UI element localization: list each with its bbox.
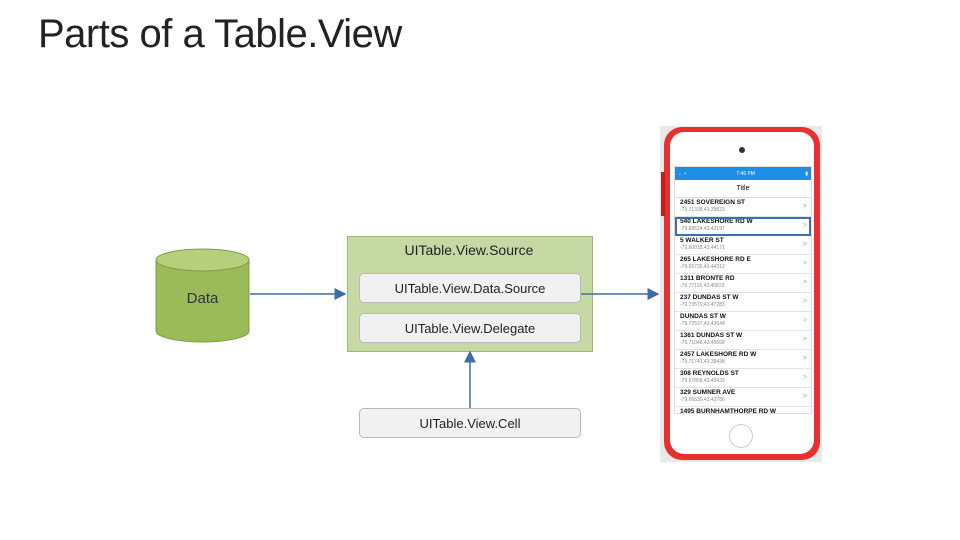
table-row[interactable]: 5 WALKER ST-79.60018,43.44171 > [675, 236, 811, 255]
chevron-right-icon: > [802, 222, 807, 229]
row-coordinates: -79.60018,43.44171 [680, 245, 725, 251]
row-coordinates: -79.71338,43.39823 [680, 207, 725, 213]
table-row[interactable]: DUNDAS ST W-79.72537,43.43644 > [675, 312, 811, 331]
table-row[interactable]: 2451 SOVEREIGN ST-79.71338,43.39823 > [675, 198, 811, 217]
nav-title: Title [675, 180, 811, 198]
row-coordinates: -79.71046,43.45668 [680, 340, 725, 346]
status-bar: ← • 7:46 PM ▮ [675, 167, 811, 180]
chevron-right-icon: > [802, 355, 807, 362]
phone-screen: ← • 7:46 PM ▮ Title 2451 SOVEREIGN ST-79… [674, 166, 812, 414]
row-address: 540 LAKESHORE RD W [680, 218, 753, 225]
phone-side-button [661, 172, 665, 216]
table-view-source-title: UITable.View.Source [404, 242, 534, 258]
table-rows: 2451 SOVEREIGN ST-79.71338,43.39823 >540 … [675, 198, 811, 414]
chevron-right-icon: > [802, 317, 807, 324]
row-address: 308 REYNOLDS ST [680, 370, 739, 377]
data-label: Data [186, 290, 219, 307]
home-button[interactable] [729, 424, 753, 448]
slide-title: Parts of a Table.View [38, 12, 402, 56]
table-row[interactable]: 265 LAKESHORE RD E-79.65726,43.44312 > [675, 255, 811, 274]
row-address: 1311 BRONTE RD [680, 275, 735, 282]
row-address: 1495 BURNHAMTHORPE RD W [680, 408, 777, 414]
row-address: 2457 LAKESHORE RD W [680, 351, 757, 358]
row-coordinates: -79.68524,43.42197 [680, 226, 725, 232]
row-address: 1361 DUNDAS ST W [680, 332, 743, 339]
table-row[interactable]: 329 SUMNER AVE-79.66530,43.43786 > [675, 388, 811, 407]
table-row[interactable]: 1361 DUNDAS ST W-79.71046,43.45668 > [675, 331, 811, 350]
chevron-right-icon: > [802, 374, 807, 381]
row-coordinates: -79.72537,43.43644 [680, 321, 725, 327]
row-coordinates: -79.73579,43.47283 [680, 302, 725, 308]
row-coordinates: -79.77115,43.40822 [680, 283, 725, 289]
row-address: DUNDAS ST W [680, 313, 726, 320]
row-coordinates: -79.67858,43.45433 [680, 378, 725, 384]
table-row[interactable]: 308 REYNOLDS ST-79.67858,43.45433 > [675, 369, 811, 388]
delegate-box: UITable.View.Delegate [359, 313, 581, 343]
row-coordinates: -79.71741,43.39438 [680, 359, 725, 365]
chevron-right-icon: > [803, 412, 807, 413]
camera-icon [739, 147, 745, 153]
row-address: 2451 SOVEREIGN ST [680, 199, 746, 206]
row-coordinates: -79.66530,43.43786 [680, 397, 725, 403]
table-row[interactable]: 1311 BRONTE RD-79.77115,43.40822 > [675, 274, 811, 293]
row-address: 5 WALKER ST [680, 237, 724, 244]
chevron-right-icon: > [802, 241, 807, 248]
chevron-right-icon: > [802, 393, 807, 400]
table-row[interactable]: 540 LAKESHORE RD W-79.68524,43.42197 > [675, 217, 811, 236]
battery-icon: ▮ [805, 170, 808, 177]
chevron-right-icon: > [802, 260, 807, 267]
chevron-right-icon: > [802, 203, 807, 210]
row-address: 237 DUNDAS ST W [680, 294, 739, 301]
table-row[interactable]: 1495 BURNHAMTHORPE RD W > [675, 407, 811, 414]
row-address: 265 LAKESHORE RD E [680, 256, 751, 263]
row-coordinates: -79.65726,43.44312 [680, 264, 725, 270]
chevron-right-icon: > [802, 298, 807, 305]
status-time: 7:46 PM [736, 170, 755, 177]
data-source-box: UITable.View.Data.Source [359, 273, 581, 303]
row-address: 329 SUMNER AVE [680, 389, 736, 396]
chevron-right-icon: > [802, 279, 807, 286]
chevron-right-icon: > [802, 336, 807, 343]
table-view-cell-box: UITable.View.Cell [359, 408, 581, 438]
table-row[interactable]: 2457 LAKESHORE RD W-79.71741,43.39438 > [675, 350, 811, 369]
table-row[interactable]: 237 DUNDAS ST W-79.73579,43.47283 > [675, 293, 811, 312]
data-cylinder-icon [155, 248, 250, 343]
status-left: ← • [678, 170, 687, 177]
